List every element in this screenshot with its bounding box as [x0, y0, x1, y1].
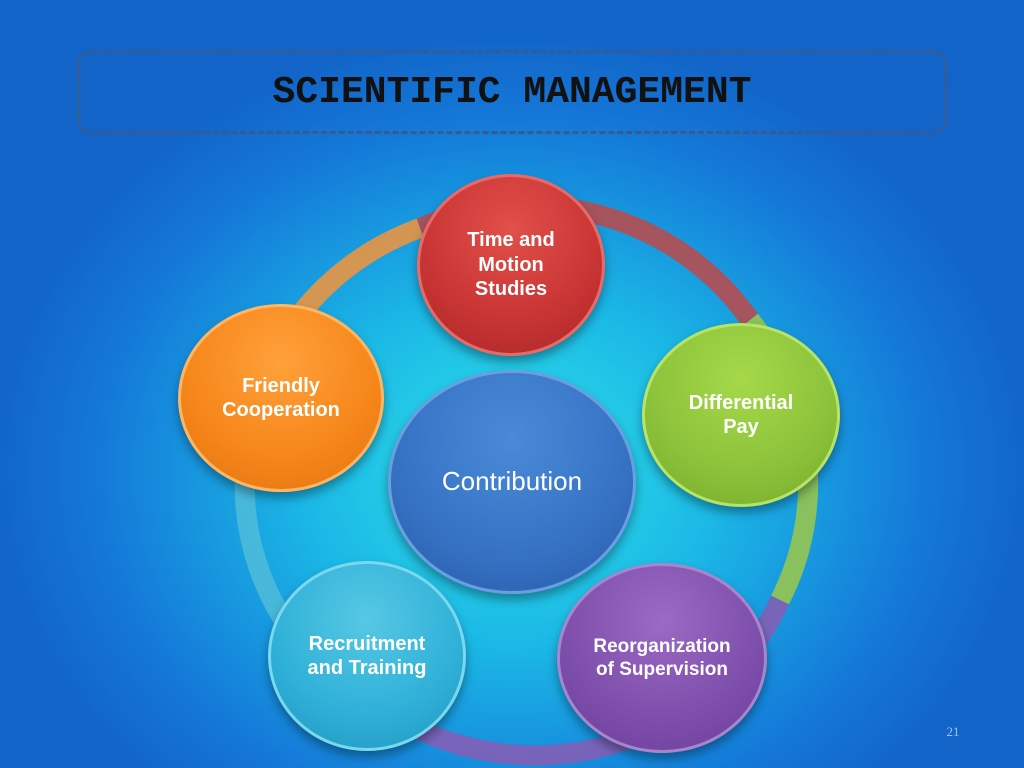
- page-number: 21: [946, 724, 960, 739]
- slide-title: SCIENTIFIC MANAGEMENT: [272, 70, 752, 114]
- node-time-and-motion-studies: Time and Motion Studies: [417, 174, 605, 356]
- node-label: Time and Motion Studies: [467, 229, 555, 301]
- node-recruitment-and-training: Recruitment and Training: [268, 561, 466, 751]
- node-label: Recruitment and Training: [307, 632, 427, 679]
- node-differential-pay: Differential Pay: [642, 323, 840, 507]
- node-label: Differential Pay: [688, 391, 794, 438]
- node-label: Friendly Cooperation: [222, 374, 340, 421]
- node-label: Reorganization of Supervision: [593, 635, 731, 680]
- node-reorganization-of-supervision: Reorganization of Supervision: [557, 563, 767, 753]
- node-friendly-cooperation: Friendly Cooperation: [178, 304, 384, 492]
- center-label: Contribution: [441, 466, 583, 497]
- node-contribution-center: Contribution: [388, 370, 636, 594]
- title-box: SCIENTIFIC MANAGEMENT: [77, 50, 947, 134]
